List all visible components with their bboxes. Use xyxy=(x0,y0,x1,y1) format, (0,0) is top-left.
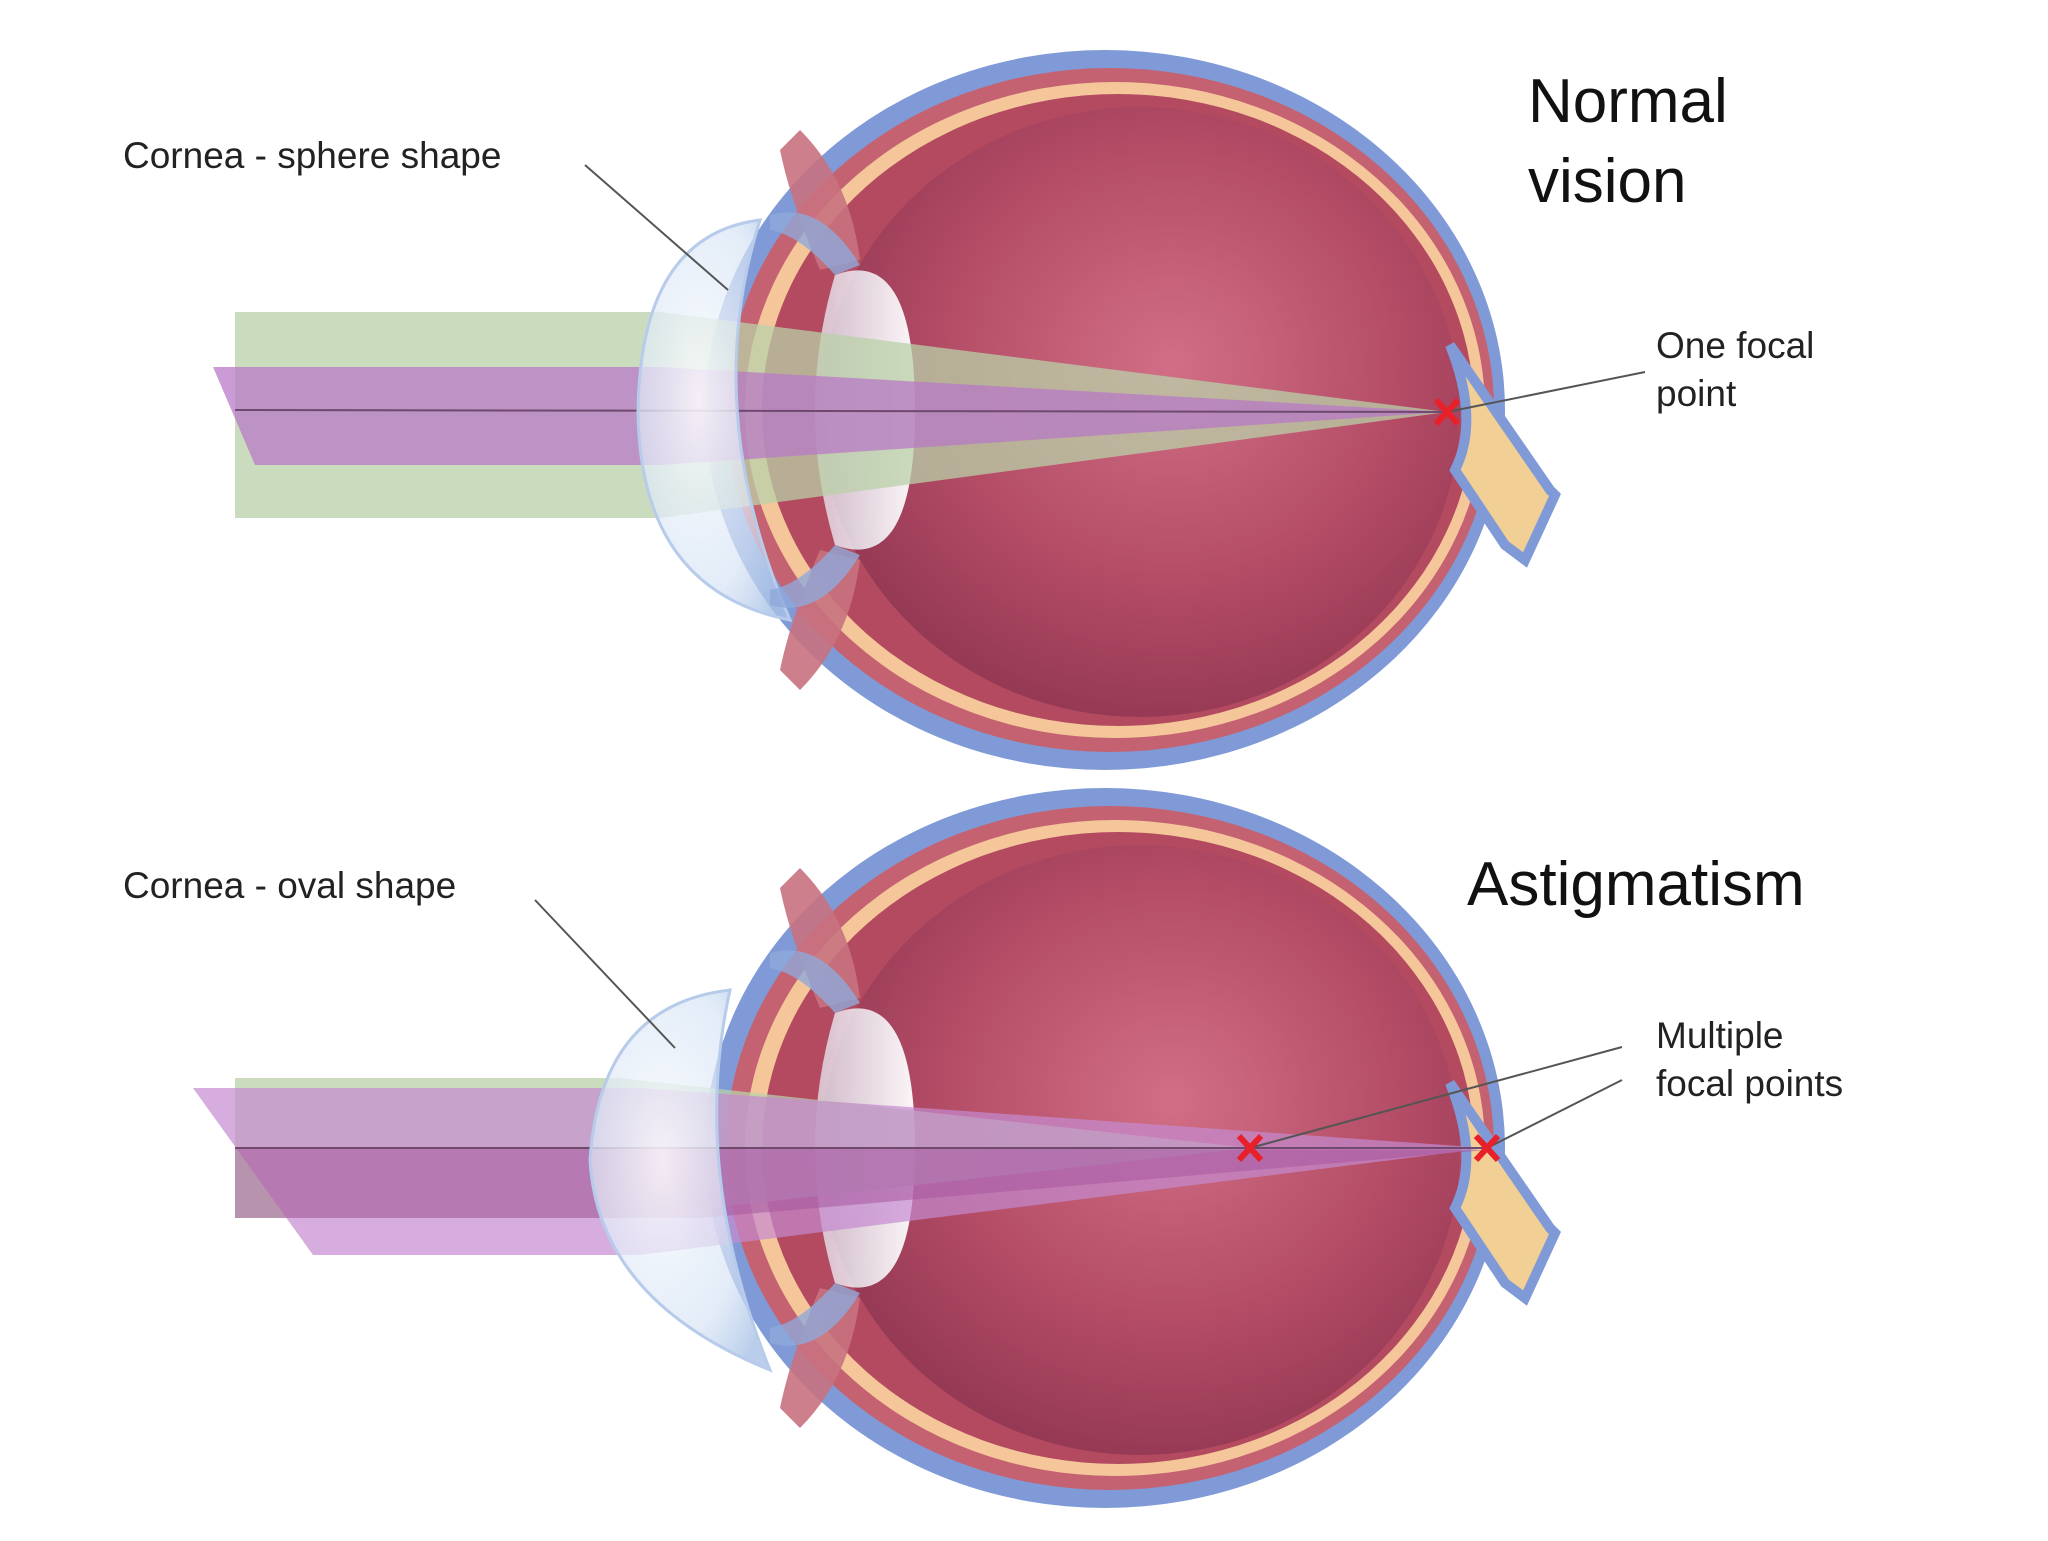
ciliary-body-lower xyxy=(780,1288,860,1428)
cornea-pointer-line xyxy=(584,164,729,291)
normal-vision-title-line-1: Normal xyxy=(1528,67,1728,136)
normal-focal-point xyxy=(1433,371,1646,427)
ciliary-body-lower xyxy=(780,550,860,690)
cornea xyxy=(636,218,793,623)
focal-x-mark-1 xyxy=(1236,1133,1264,1163)
pink-beam-inner xyxy=(235,1148,1487,1218)
ciliary-body-upper xyxy=(780,868,860,1008)
multiple-focal-points-label-line-2: focal points xyxy=(1656,1063,1844,1104)
astigmatism-focal-points xyxy=(1236,1046,1623,1163)
iris-lower xyxy=(770,1283,860,1346)
iris-lower xyxy=(770,545,860,608)
cornea xyxy=(588,988,773,1373)
focal-pointer-line-2 xyxy=(1486,1079,1623,1149)
cornea-pointer-line xyxy=(534,899,676,1049)
multiple-focal-points-label-line-1: Multiple xyxy=(1656,1015,1784,1056)
normal-vision-title-line-2: vision xyxy=(1528,147,1687,216)
one-focal-point-label-line-2: point xyxy=(1656,373,1737,414)
focal-x-mark xyxy=(1433,397,1461,427)
cornea-sphere-label: Cornea - sphere shape xyxy=(123,135,502,176)
optic-nerve xyxy=(1445,342,1562,568)
focal-pointer-line xyxy=(1446,371,1646,413)
normal-cornea xyxy=(636,212,860,623)
pink-light-beam xyxy=(213,367,1447,465)
astigmatism-cornea xyxy=(588,950,860,1373)
focal-pointer-line-1 xyxy=(1249,1046,1623,1149)
normal-light-rays xyxy=(213,312,1448,518)
cornea-oval-label: Cornea - oval shape xyxy=(123,865,457,906)
iris-upper xyxy=(770,950,860,1013)
ciliary-body-upper xyxy=(780,130,860,270)
ray-axis xyxy=(234,409,1448,413)
focal-x-mark-2 xyxy=(1473,1133,1501,1163)
astigmatism-light-rays xyxy=(193,1078,1487,1255)
one-focal-point-label-line-1: One focal xyxy=(1656,325,1815,366)
astigmatism-title: Astigmatism xyxy=(1467,850,1805,919)
iris-upper xyxy=(770,212,860,275)
